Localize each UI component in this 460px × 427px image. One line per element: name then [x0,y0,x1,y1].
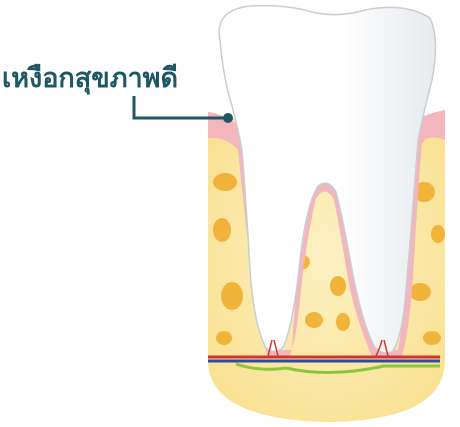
leader-dot [223,113,233,123]
bone-spot [431,225,445,243]
bone-spot [305,312,323,328]
bone-spot [409,283,431,301]
bone-spot [216,331,232,345]
bone-spot [423,331,441,345]
leader-line [134,96,233,123]
bone-spot [330,276,346,296]
bone-spot [221,282,243,310]
bone-spot [213,173,237,191]
bone-spot [336,313,350,331]
bone-spot [213,218,231,242]
